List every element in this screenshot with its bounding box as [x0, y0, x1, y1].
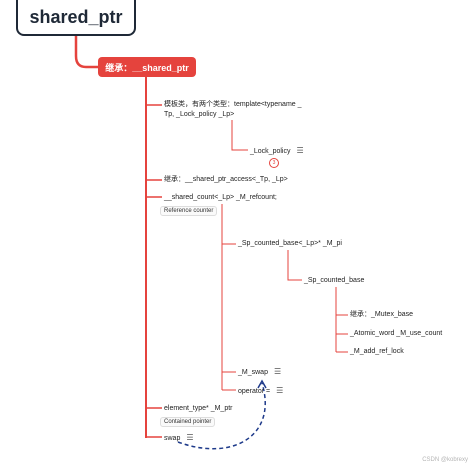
inherit-access-node[interactable]: 继承：__shared_ptr_access<_Tp, _Lp> [164, 176, 288, 183]
lock-policy-node[interactable]: _Lock_policy ☰ [250, 146, 304, 157]
mutex-base-node[interactable]: 继承：_Mutex_base [350, 311, 414, 318]
operator-node[interactable]: operator = ☰ [238, 386, 283, 397]
notes-icon[interactable]: ☰ [186, 433, 194, 442]
notes-icon[interactable]: ☰ [273, 367, 282, 376]
notes-icon[interactable]: ☰ [296, 146, 304, 155]
notes-icon[interactable]: ☰ [276, 386, 284, 395]
collapsed-count-badge[interactable]: 3 [269, 158, 279, 168]
contained-pointer-tag: Contained pointer [160, 417, 216, 427]
lock-policy-label: _Lock_policy [250, 148, 291, 155]
m-swap-node[interactable]: _M_swap ☰ [238, 367, 281, 378]
template-node-line2[interactable]: Tp, _Lock_policy _Lp> [164, 111, 235, 118]
sp-counted-base-ptr-node[interactable]: _Sp_counted_base<_Lp>* _M_pi [238, 240, 342, 247]
sp-counted-base-node[interactable]: _Sp_counted_base [304, 277, 365, 284]
swap-label: swap [164, 435, 181, 442]
reference-counter-tag: Reference counter [160, 206, 218, 216]
element-ptr-node[interactable]: element_type* _M_ptr [164, 405, 233, 412]
template-node-line1[interactable]: 模板类，有两个类型：template<typename _ [164, 101, 302, 108]
root-node[interactable]: shared_ptr [16, 0, 136, 36]
inherit-shared-ptr-node[interactable]: 继承：__shared_ptr [98, 57, 196, 77]
atomic-word-node[interactable]: _Atomic_word _M_use_count [350, 330, 443, 337]
m-swap-label: _M_swap [238, 369, 268, 376]
shared-count-node[interactable]: __shared_count<_Lp> _M_refcount; [164, 194, 277, 201]
watermark: CSDN @kobrexy [422, 457, 468, 463]
swap-node[interactable]: swap ☰ [164, 433, 194, 444]
operator-label: operator = [238, 388, 271, 395]
add-ref-lock-node[interactable]: _M_add_ref_lock [350, 348, 404, 355]
